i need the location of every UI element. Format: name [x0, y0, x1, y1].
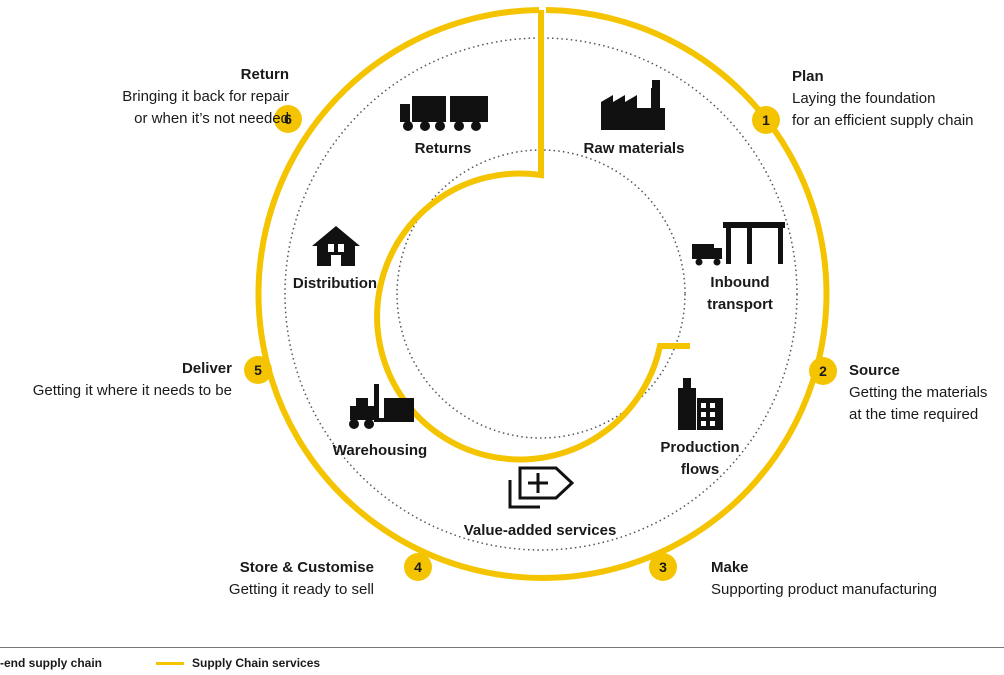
stage-source-desc-2: at the time required — [849, 406, 979, 423]
stage-make-title: Make — [711, 559, 749, 576]
stage-badge-2: 2 — [809, 357, 837, 385]
stage-badge-1: 1 — [752, 106, 780, 134]
value-added-tag-icon — [508, 466, 575, 509]
svg-text:6: 6 — [284, 111, 292, 127]
truck-warehouse-icon — [692, 222, 785, 266]
stage-plan-desc-1: Laying the foundation — [792, 90, 936, 107]
stage-store-label: Store & Customise Getting it ready to se… — [229, 557, 374, 601]
stage-plan-title: Plan — [792, 68, 824, 85]
stage-badge-3: 3 — [649, 553, 677, 581]
service-production-flows: Production flows — [660, 439, 740, 478]
stage-badge-6: 6 — [274, 105, 302, 133]
svg-text:1: 1 — [762, 112, 770, 128]
stage-return-desc-1: Bringing it back for repair — [122, 88, 289, 105]
stage-store-desc-1: Getting it ready to sell — [228, 581, 374, 598]
service-inbound-transport: Inbound transport — [707, 274, 773, 313]
service-warehousing: Warehousing — [332, 442, 428, 459]
svg-text:3: 3 — [659, 559, 667, 575]
stage-deliver-desc-1: Getting it where it needs to be — [32, 382, 232, 399]
middle-dotted-ring — [284, 37, 798, 551]
stage-plan-desc-2: for an efficient supply chain — [792, 112, 974, 129]
legend-divider — [0, 647, 1004, 648]
service-distribution: Distribution — [292, 275, 378, 292]
stage-badge-4: 4 — [404, 553, 432, 581]
legend-services-swatch — [156, 662, 184, 665]
stage-return-desc-2: or when it’s not needed — [134, 110, 289, 127]
inner-spiral — [374, 10, 690, 463]
outer-ring — [255, 7, 830, 581]
stage-plan-label: Plan Laying the foundation for an effici… — [792, 66, 974, 132]
svg-text:4: 4 — [414, 559, 422, 575]
svg-text:5: 5 — [254, 362, 262, 378]
stage-return-title: Return — [240, 66, 289, 83]
stage-source-title: Source — [849, 362, 900, 379]
stage-return-label: Return Bringing it back for repair or wh… — [122, 64, 289, 130]
stage-badge-5: 5 — [244, 356, 272, 384]
stage-make-desc-1: Supporting product manufacturing — [711, 581, 937, 598]
stage-source-label: Source Getting the materials at the time… — [849, 360, 987, 426]
stage-deliver-label: Deliver Getting it where it needs to be — [33, 358, 232, 402]
stage-make-label: Make Supporting product manufacturing — [711, 557, 937, 601]
forklift-icon — [349, 384, 414, 429]
legend-services: Supply Chain services — [192, 656, 321, 670]
factory-icon — [601, 80, 665, 130]
stage-store-title: Store & Customise — [239, 559, 374, 576]
service-raw-materials: Raw materials — [583, 140, 685, 157]
house-icon — [312, 226, 360, 266]
stage-source-desc-1: Getting the materials — [849, 384, 988, 401]
inner-dotted-ring — [396, 149, 686, 439]
service-returns: Returns — [414, 140, 472, 157]
production-building-icon — [678, 378, 723, 430]
legend-end-to-end: -end supply chain — [0, 656, 103, 670]
svg-text:2: 2 — [819, 363, 827, 379]
trucks-icon — [400, 96, 488, 131]
stage-deliver-title: Deliver — [181, 360, 232, 377]
service-value-added: Value-added services — [463, 522, 617, 539]
